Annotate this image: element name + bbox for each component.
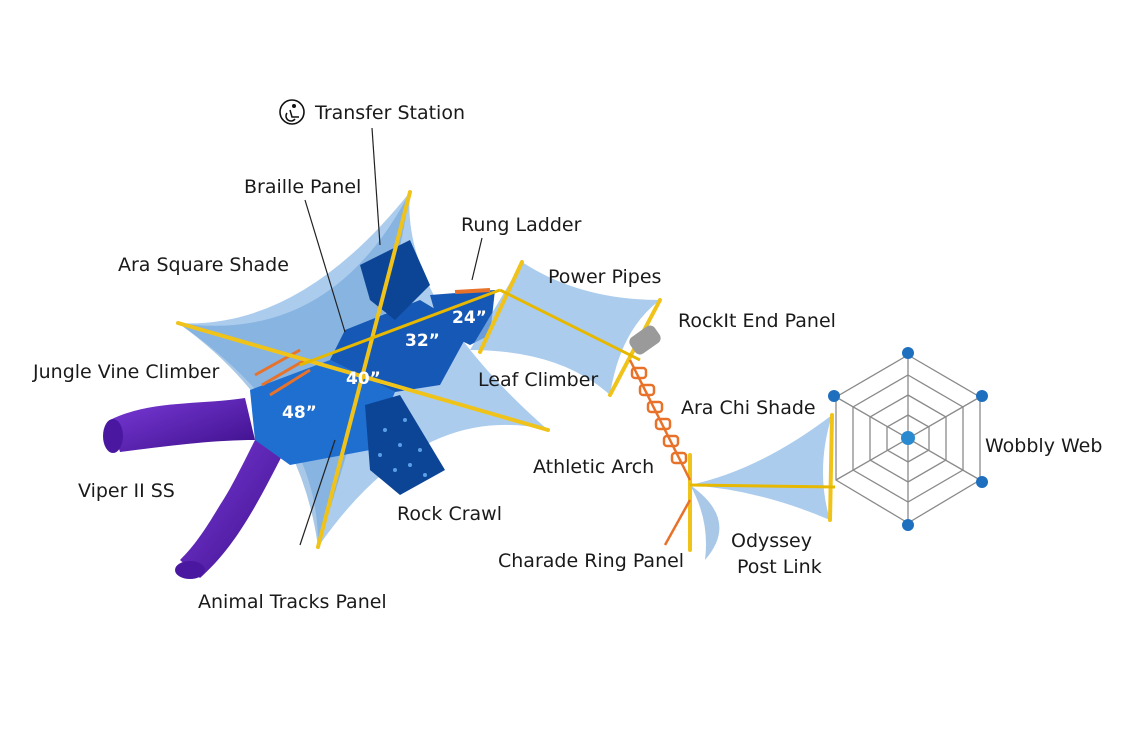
deck-height-40: 40” bbox=[346, 369, 381, 389]
deck-height-32: 32” bbox=[405, 331, 440, 351]
wheelchair-accessibility-icon bbox=[279, 99, 305, 125]
label-rung-ladder: Rung Ladder bbox=[461, 214, 582, 236]
ara-chi-shade bbox=[690, 415, 832, 560]
label-leaf-climber: Leaf Climber bbox=[478, 369, 598, 391]
label-viper-ii-ss: Viper II SS bbox=[78, 480, 175, 502]
label-rock-crawl: Rock Crawl bbox=[397, 503, 502, 525]
label-charade-ring-panel: Charade Ring Panel bbox=[498, 550, 684, 572]
label-athletic-arch: Athletic Arch bbox=[533, 456, 654, 478]
label-rockit-end-panel: RockIt End Panel bbox=[678, 310, 836, 332]
posts bbox=[176, 190, 836, 552]
rockit-end-panel bbox=[629, 325, 661, 355]
label-transfer-station: Transfer Station bbox=[314, 102, 465, 124]
label-animal-tracks-panel: Animal Tracks Panel bbox=[198, 591, 387, 613]
label-odyssey: Odyssey bbox=[731, 530, 812, 552]
deck-height-24: 24” bbox=[452, 308, 487, 328]
power-pipes-shade bbox=[470, 262, 660, 395]
label-wobbly-web: Wobbly Web bbox=[985, 435, 1102, 457]
wobbly-web bbox=[828, 347, 988, 531]
label-post-link: Post Link bbox=[737, 556, 822, 578]
viper-slide bbox=[103, 398, 285, 579]
label-braille-panel: Braille Panel bbox=[244, 176, 361, 198]
athletic-arch bbox=[628, 359, 692, 546]
label-power-pipes: Power Pipes bbox=[548, 266, 661, 288]
label-jungle-vine-climber: Jungle Vine Climber bbox=[32, 361, 219, 383]
leader-lines bbox=[299, 127, 483, 546]
label-ara-chi-shade: Ara Chi Shade bbox=[681, 397, 816, 419]
label-ara-square-shade: Ara Square Shade bbox=[118, 254, 289, 276]
deck-height-48: 48” bbox=[282, 403, 317, 423]
